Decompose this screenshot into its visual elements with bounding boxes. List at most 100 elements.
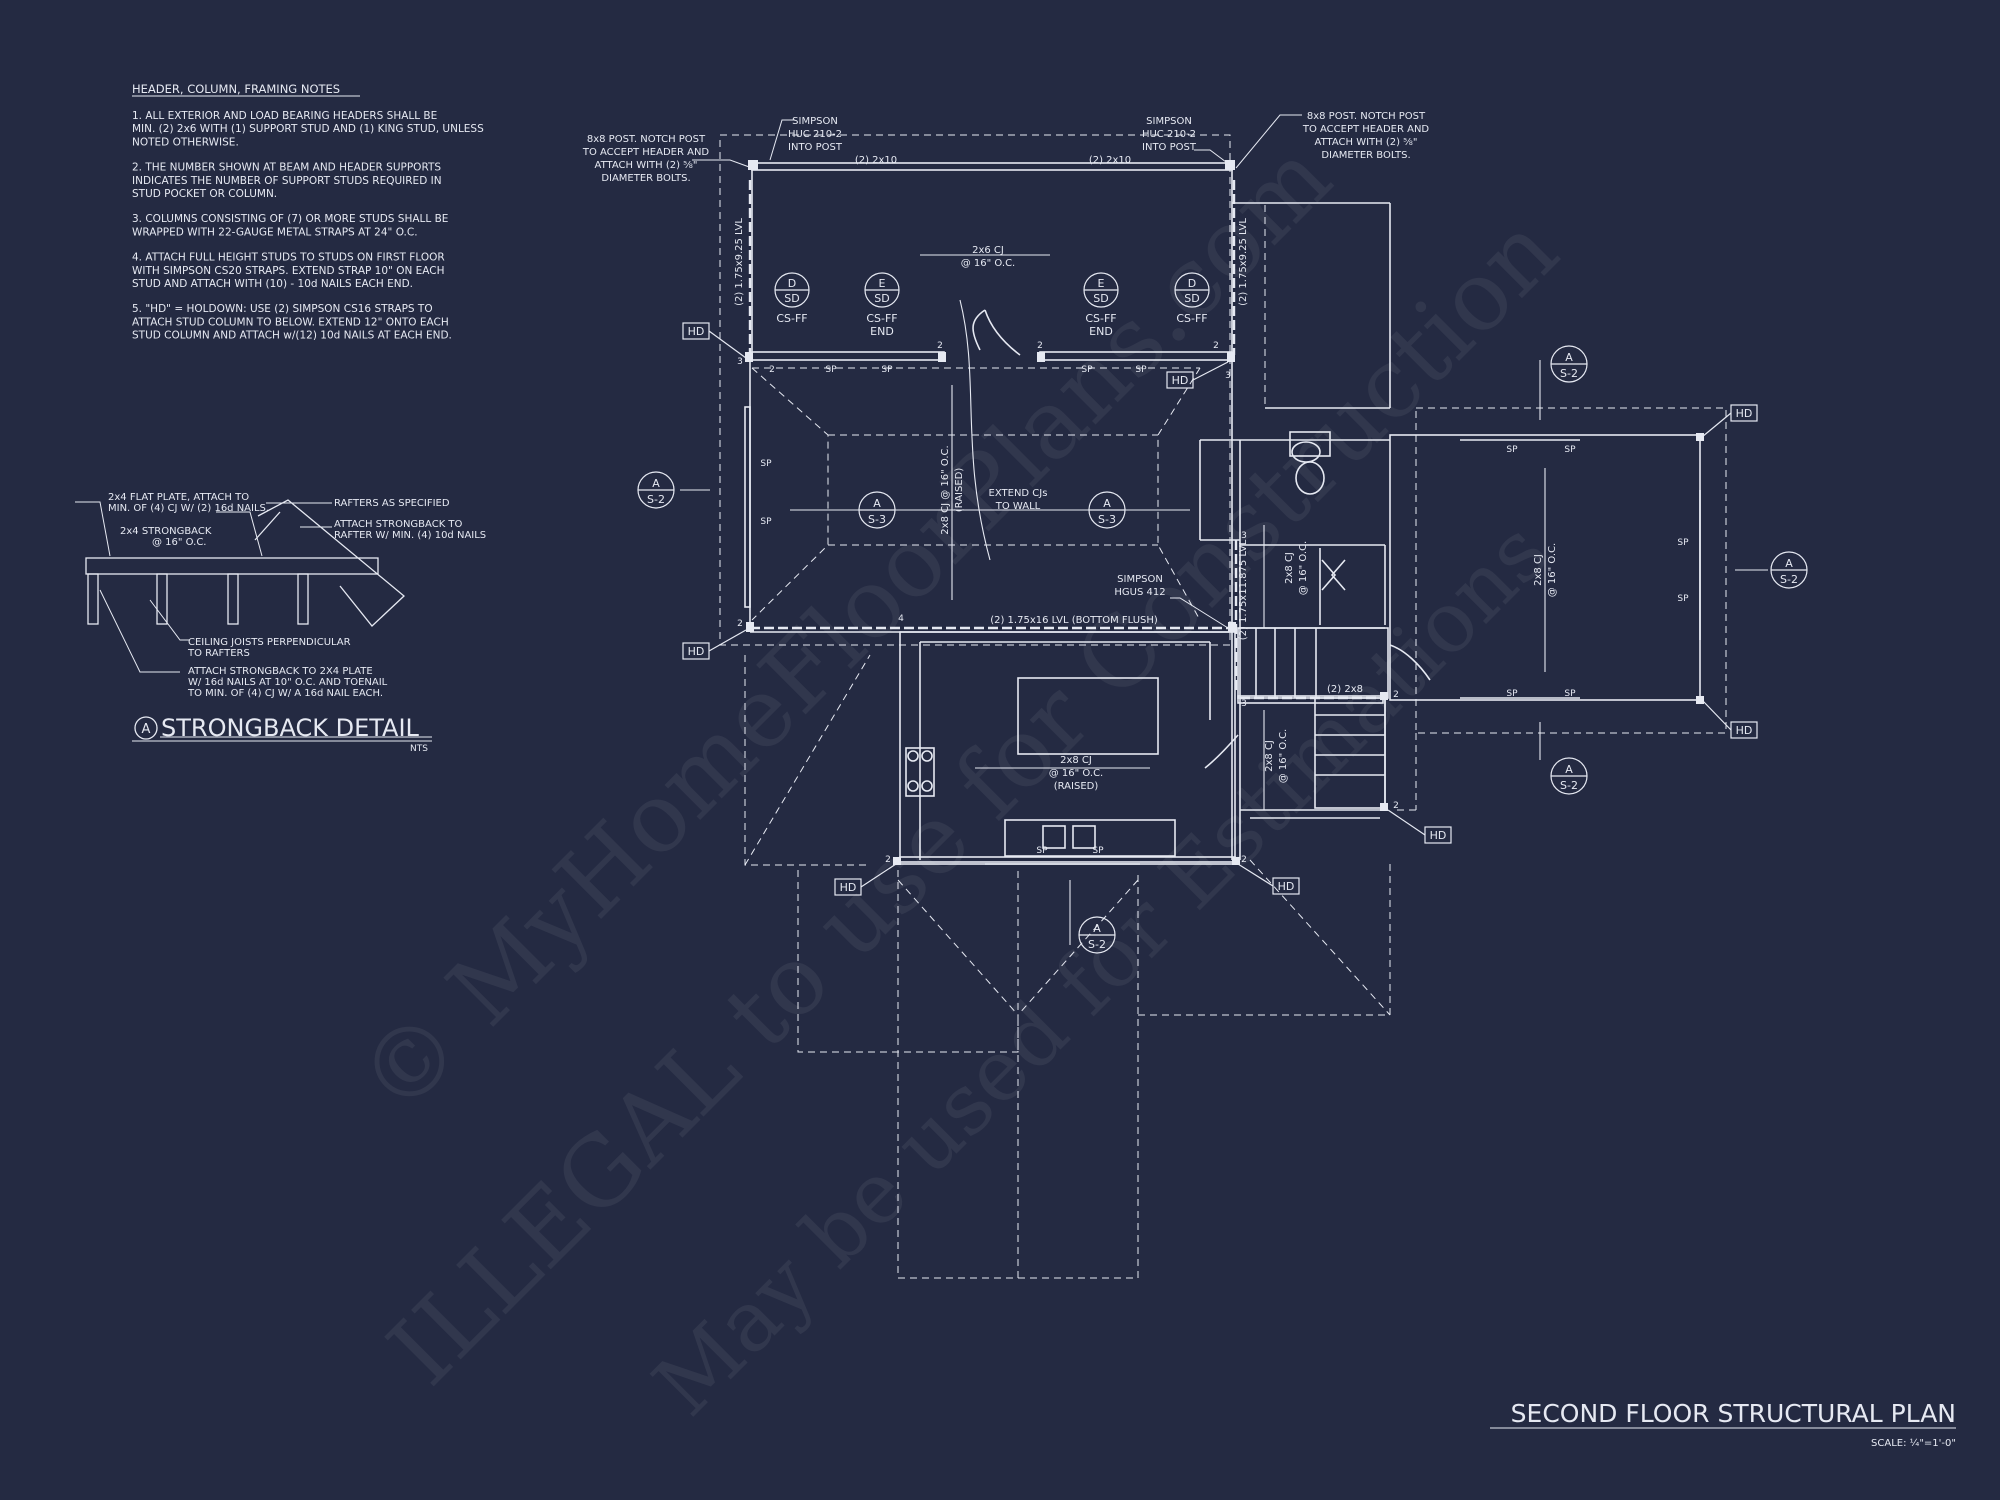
holdown-labels: HD HD HD HD HD HD HD HD [688,325,1753,894]
label-rafters: RAFTERS AS SPECIFIED [334,498,450,509]
holdown-tags [682,322,1758,896]
note-4-line-2: WITH SIMPSON CS20 STRAPS. EXTEND STRAP 1… [132,265,445,277]
title-block: SECOND FLOOR STRUCTURAL PLAN SCALE: ¼"=1… [1490,1399,1956,1449]
sp-7: SP [1506,445,1518,455]
sp-3: SP [1081,365,1093,375]
section-s2-left: S-2 [647,493,665,506]
note-2-line-3: STUD POCKET OR COLUMN. [132,188,277,200]
sp-13: SP [1036,846,1048,856]
plan-notes: 8x8 POST. NOTCH POST TO ACCEPT HEADER AN… [582,111,1430,792]
detail-scale: NTS [410,744,428,754]
studs-f: 3 [1225,371,1231,381]
studs-g: 2 [737,619,743,629]
studs-e: 2 [1213,341,1219,351]
detail-title: STRONGBACK DETAIL [161,714,420,742]
section-a-top-right: A [1565,351,1573,364]
post-right-4: DIAMETER BOLTS. [1321,150,1410,161]
sp-9: SP [1677,538,1689,548]
hd-tag-7: HD [840,881,857,894]
label-ceiling-joists-2: TO RAFTERS [187,648,250,659]
sp-5: SP [760,459,772,469]
sp-2: SP [881,365,893,375]
section-s2-bottom: S-2 [1088,938,1106,951]
header-2x8: (2) 2x8 [1327,684,1363,695]
post-right-3: ATTACH WITH (2) ⅝" [1315,137,1418,148]
fixture-4-top: D [1188,277,1196,290]
note-4-line-1: 4. ATTACH FULL HEIGHT STUDS TO STUDS ON … [132,252,445,264]
sp-12: SP [1564,689,1576,699]
label-strongback-2: @ 16" O.C. [152,537,207,548]
fixture-4-label: CS-FF [1176,312,1207,325]
hd-tag-1: HD [688,325,705,338]
fixture-2-label: CS-FF [866,312,897,325]
beam-mid: (2) 1.75x16 LVL (BOTTOM FLUSH) [990,615,1158,626]
studs-c: 2 [937,341,943,351]
post-left-4: DIAMETER BOLTS. [601,173,690,184]
fixture-2-bottom: SD [874,292,889,305]
hd-tag-6: HD [1430,829,1447,842]
studs-k: 2 [1393,690,1399,700]
section-s2-bottom-right: S-2 [1560,779,1578,792]
label-attach-plate-1: ATTACH STRONGBACK TO 2X4 PLATE [188,666,373,677]
lvl-right: (2) 1.75x9.25 LVL [1238,218,1249,306]
section-a-bottom: A [1093,922,1101,935]
cj-bath-1: 2x8 CJ [1284,552,1295,584]
label-strongback-1: 2x4 STRONGBACK [120,526,212,537]
studs-b: 2 [769,365,775,375]
sp-1: SP [825,365,837,375]
note-2-line-2: INDICATES THE NUMBER OF SUPPORT STUDS RE… [132,175,442,187]
simpson-hgus-2: HGUS 412 [1114,587,1165,598]
fixture-1-top: D [788,277,796,290]
notes-heading: HEADER, COLUMN, FRAMING NOTES [132,82,340,96]
section-markers [637,272,1808,954]
label-attach-plate-3: TO MIN. OF (4) CJ W/ A 16d NAIL EACH. [187,688,383,699]
section-s2-right: S-2 [1780,573,1798,586]
watermark: © MyHomeFloorPlans.com ILLEGAL to use fo… [337,121,1579,1434]
studs-d: 2 [1037,341,1043,351]
cj-stair-1: 2x8 CJ [1264,740,1275,772]
fixture-3-bottom: SD [1093,292,1108,305]
studs-n: 2 [1241,855,1247,865]
plan-title: SECOND FLOOR STRUCTURAL PLAN [1511,1399,1956,1428]
simpson-right-1: SIMPSON [1146,116,1192,127]
simpson-left-2: HUC 210-2 [788,129,842,140]
fixture-3-label-2: END [1089,325,1113,338]
studs-i: 3 [1241,531,1247,541]
cj-right-2: @ 16" O.C. [1547,543,1558,598]
post-left-2: TO ACCEPT HEADER AND [582,147,710,158]
cj-right-1: 2x8 CJ [1533,554,1544,586]
fixture-3-label: CS-FF [1085,312,1116,325]
note-1-line-1: 1. ALL EXTERIOR AND LOAD BEARING HEADERS… [132,110,437,122]
post-left-1: 8x8 POST. NOTCH POST [587,134,706,145]
studs-a: 3 [737,357,743,367]
hd-tag-5: HD [1736,724,1753,737]
studs-m: 2 [885,855,891,865]
note-5-line-2: ATTACH STUD COLUMN TO BELOW. EXTEND 12" … [132,316,449,328]
note-1-line-3: NOTED OTHERWISE. [132,136,239,148]
section-labels: A S-2 A S-3 A S-3 A S-2 A S-2 A S-2 A S-… [647,351,1798,951]
label-flat-plate-1: 2x4 FLAT PLATE, ATTACH TO [108,492,249,503]
plan-scale: SCALE: ¼"=1'-0" [1871,1437,1956,1449]
extend-cj-2: TO WALL [995,501,1041,512]
hd-tag-4: HD [1736,407,1753,420]
header-2x10-left: (2) 2x10 [855,155,897,166]
note-3-line-1: 3. COLUMNS CONSISTING OF (7) OR MORE STU… [132,213,448,225]
label-attach-strongback-2: RAFTER W/ MIN. (4) 10d NAILS [334,530,486,541]
note-5-line-1: 5. "HD" = HOLDOWN: USE (2) SIMPSON CS16 … [132,303,433,315]
detail-callout-letter: A [142,722,151,737]
note-2-line-1: 2. THE NUMBER SHOWN AT BEAM AND HEADER S… [132,162,441,174]
studs-l: 2 [1393,801,1399,811]
posts [745,160,1704,865]
fixture-2-top: E [879,277,886,290]
cj-stair-2: @ 16" O.C. [1278,729,1289,784]
simpson-hgus-1: SIMPSON [1117,574,1163,585]
label-flat-plate-2: MIN. OF (4) CJ W/ (2) 16d NAILS. [108,503,269,514]
section-s3-mid-right: S-3 [1098,513,1116,526]
cj-top-1: 2x6 CJ [972,245,1004,256]
cj-kitchen-3: (RAISED) [1054,781,1099,792]
strongback-detail [75,499,432,742]
sp-8: SP [1564,445,1576,455]
simpson-left-1: SIMPSON [792,116,838,127]
note-5-line-3: STUD COLUMN AND ATTACH w/(12) 10d NAILS … [132,330,452,342]
cj-bath-2: @ 16" O.C. [1298,541,1309,596]
